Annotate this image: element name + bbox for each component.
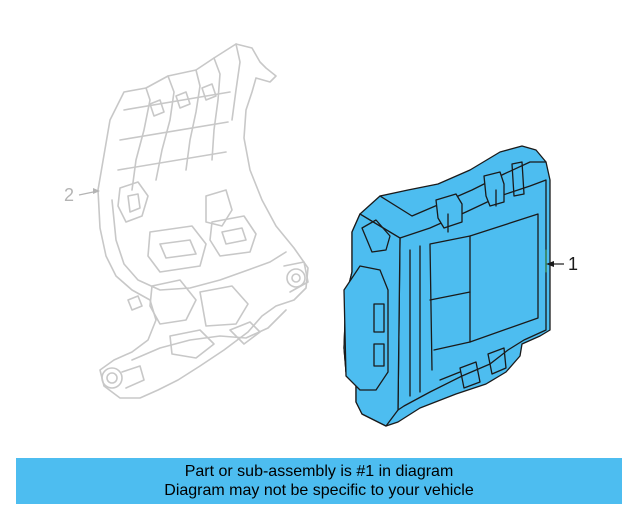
connector-slot-2: [373, 343, 385, 367]
callout-2-label: 2: [64, 185, 74, 205]
callout-1-label: 1: [568, 254, 578, 274]
banner-line-1: Part or sub-assembly is #1 in diagram: [184, 463, 454, 480]
module-top-clip-3: [511, 161, 525, 197]
info-banner: Part or sub-assembly is #1 in diagram Di…: [16, 458, 622, 504]
connector-latch: [361, 219, 391, 253]
module-top-clip-2: [483, 171, 505, 207]
module-top-clip-1: [435, 193, 463, 229]
callout-2-arrowhead: [93, 188, 100, 194]
callout-1-arrowhead: [546, 261, 554, 267]
callout-2: 2: [64, 185, 100, 205]
banner-line-2: Diagram may not be specific to your vehi…: [164, 482, 474, 499]
part-2-mounting-bracket: [97, 43, 309, 399]
part-1-control-module: [343, 145, 551, 427]
module-panel-divider: [429, 235, 471, 371]
module-front-face: [397, 179, 547, 411]
module-bottom-clip-2: [487, 347, 507, 375]
module-bottom-clip-1: [459, 361, 481, 389]
exploded-parts-diagram: 2: [64, 43, 578, 427]
module-ribs: [409, 189, 497, 397]
connector-slot-1: [373, 303, 385, 333]
module-label-panel: [469, 213, 539, 343]
module-connector: [343, 265, 389, 391]
callout-1: 1: [546, 254, 578, 274]
module-top-edge: [359, 161, 547, 239]
